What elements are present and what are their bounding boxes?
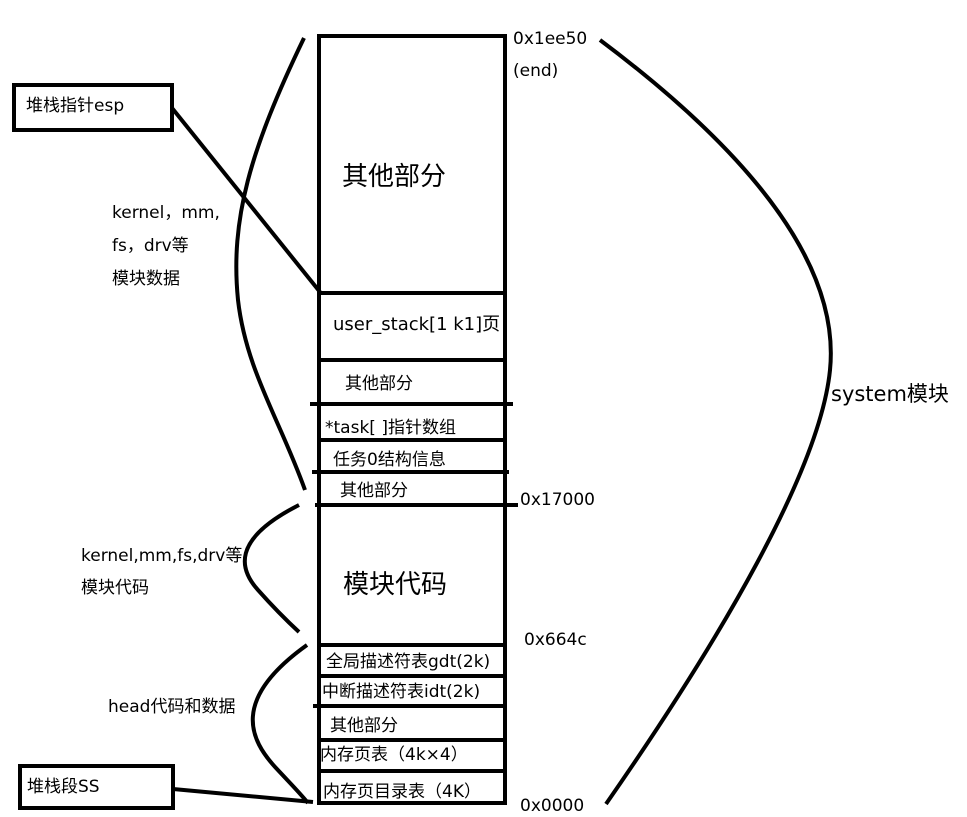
esp-pointer-line [170,106,322,294]
module-data-label-line1: kernel，mm, [112,203,220,223]
system-brace [598,38,833,806]
module-code-brace [242,503,301,634]
section-module-code: 模块代码 [343,570,448,600]
section-idt: 中断描述符表idt(2k) [322,682,481,702]
address-end-label: (end) [513,61,559,81]
module-data-label-line3: 模块数据 [112,269,180,289]
section-task0: 任务0结构信息 [333,450,446,470]
section-gdt: 全局描述符表gdt(2k) [326,652,491,672]
head-label: head代码和数据 [108,697,236,717]
address-0x664c: 0x664c [524,630,587,650]
section-task-array: *task[ ]指针数组 [325,418,456,438]
section-page-dir: 内存页目录表（4K） [323,782,481,802]
section-page-tables: 内存页表（4k×4） [320,745,468,765]
memory-column-outline [317,34,507,805]
esp-label: 堆栈指针esp [26,96,125,116]
esp-label-box [12,83,174,132]
address-end: 0x1ee50 [513,29,588,49]
section-other-2: 其他部分 [345,374,413,394]
head-brace [250,643,310,805]
ss-pointer-line [172,787,314,804]
address-0x0000: 0x0000 [520,796,585,816]
module-code-label-line1: kernel,mm,fs,drv等 [81,546,243,566]
system-module-label: system模块 [831,382,949,406]
section-user-stack: user_stack[1 k1]页 [333,314,501,335]
ss-label-box [18,764,175,810]
section-other-4: 其他部分 [330,716,398,736]
address-0x17000: 0x17000 [520,490,595,510]
ss-label: 堆栈段SS [27,777,100,797]
module-data-brace [234,37,307,491]
section-other-3: 其他部分 [340,481,408,501]
module-data-label-line2: fs，drv等 [112,236,189,256]
section-other-top: 其他部分 [342,162,447,192]
module-code-label-line2: 模块代码 [81,578,149,598]
